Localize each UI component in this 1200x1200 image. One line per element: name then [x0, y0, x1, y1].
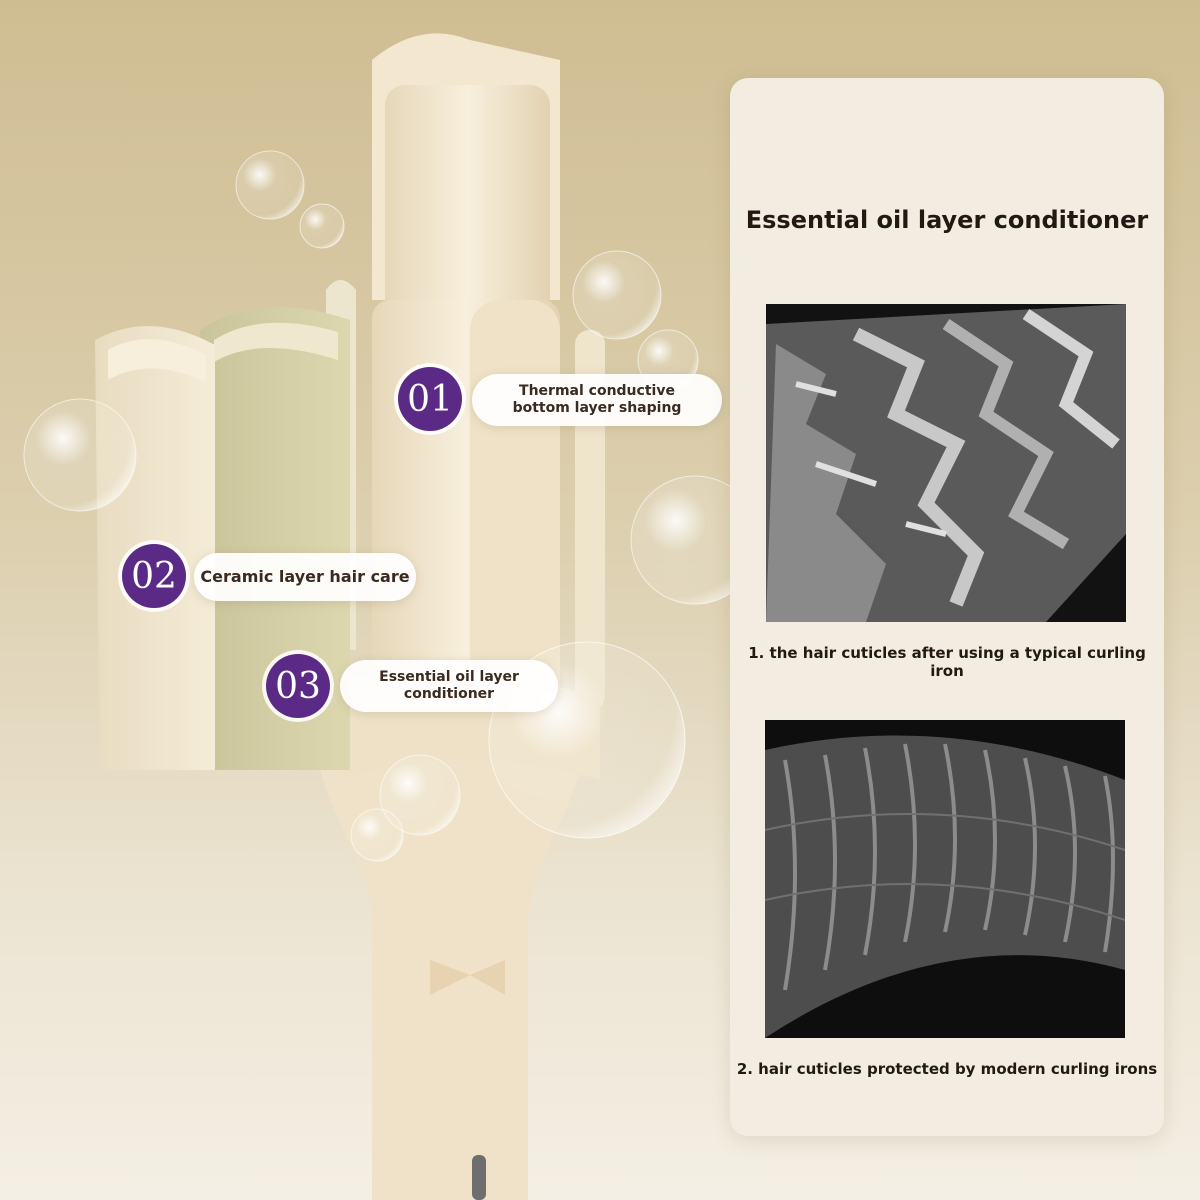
callout-label-line: Thermal conductive — [519, 383, 675, 400]
callout-label-line: bottom layer shaping — [512, 400, 682, 416]
micrograph-protected-hair — [765, 720, 1125, 1038]
micrograph-caption: 2. hair cuticles protected by modern cur… — [736, 1060, 1158, 1078]
callout-number-badge: 02 — [122, 544, 186, 608]
callout-label-line: conditioner — [403, 686, 495, 702]
callout-label: Ceramic layer hair care — [194, 553, 416, 601]
callout-number-badge: 03 — [266, 654, 330, 718]
panel-title: Essential oil layer conditioner — [745, 206, 1149, 234]
micrograph-damaged-hair — [766, 304, 1126, 622]
callout-label: Thermal conductive bottom layer shaping — [472, 374, 722, 426]
micrograph-caption: 1. the hair cuticles after using a typic… — [748, 644, 1146, 680]
callout-number-badge: 01 — [398, 367, 462, 431]
callout-label-line: Essential oil layer — [379, 669, 519, 686]
callout-label: Essential oil layer conditioner — [340, 660, 558, 712]
comparison-panel: Essential oil layer conditioner 1. the h… — [730, 78, 1164, 1136]
